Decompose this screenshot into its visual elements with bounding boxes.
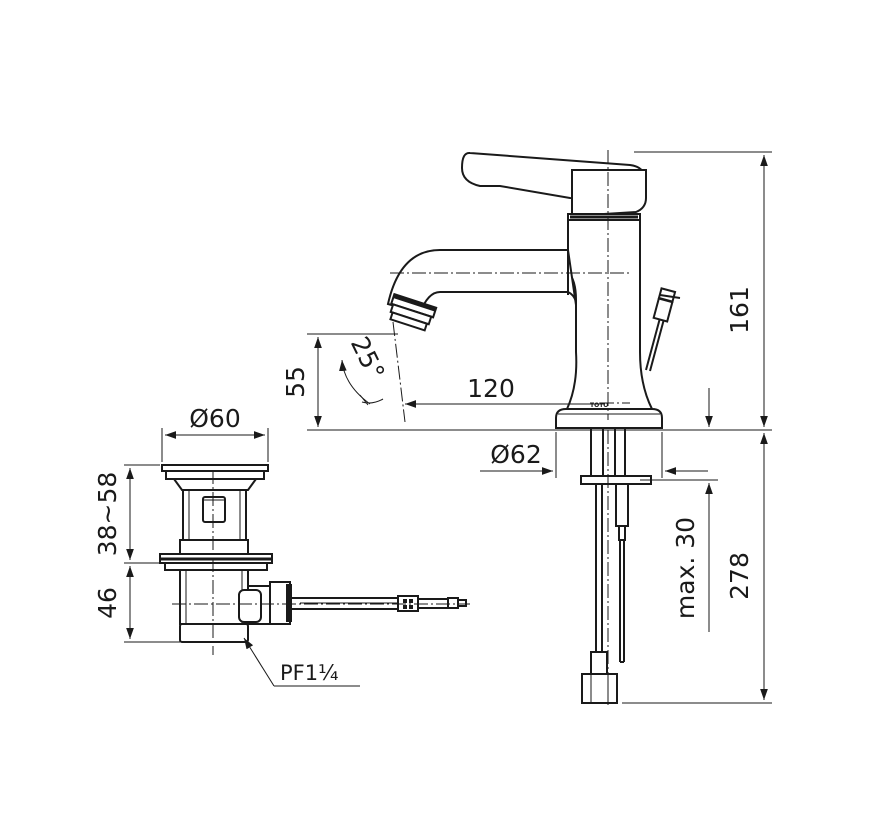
faucet-dimensions: 55 25° 120 161 278 max. 30 Ø62 — [281, 151, 772, 704]
supply-hose — [580, 427, 652, 704]
spout-height-label: 55 — [281, 366, 310, 398]
waste-range-label: 38~58 — [93, 472, 122, 557]
deck-thickness-label: max. 30 — [671, 517, 700, 619]
waste-height-label: 46 — [93, 587, 122, 619]
spout-reach-label: 120 — [467, 374, 515, 403]
faucet-logo: TOTO — [590, 402, 608, 409]
faucet-base — [555, 408, 663, 429]
waste-diameter-label: Ø60 — [189, 404, 241, 433]
popup-rod — [645, 287, 681, 372]
waste-body — [179, 569, 249, 625]
spout-angle-label: 25° — [345, 332, 390, 385]
faucet-drawing: TOTO — [386, 150, 681, 705]
handle-cap — [571, 169, 647, 218]
waste-dimensions: Ø60 38~58 46 PF1¼ — [93, 404, 360, 687]
hose-length-label: 278 — [725, 552, 754, 600]
total-height-label: 161 — [725, 286, 754, 334]
faucet-body — [565, 219, 654, 410]
aerator — [389, 292, 438, 332]
base-diameter-label: Ø62 — [490, 440, 542, 469]
faucet-spout — [386, 249, 577, 315]
waste-thread-label: PF1¼ — [280, 661, 338, 685]
waste-drawing — [159, 464, 470, 655]
